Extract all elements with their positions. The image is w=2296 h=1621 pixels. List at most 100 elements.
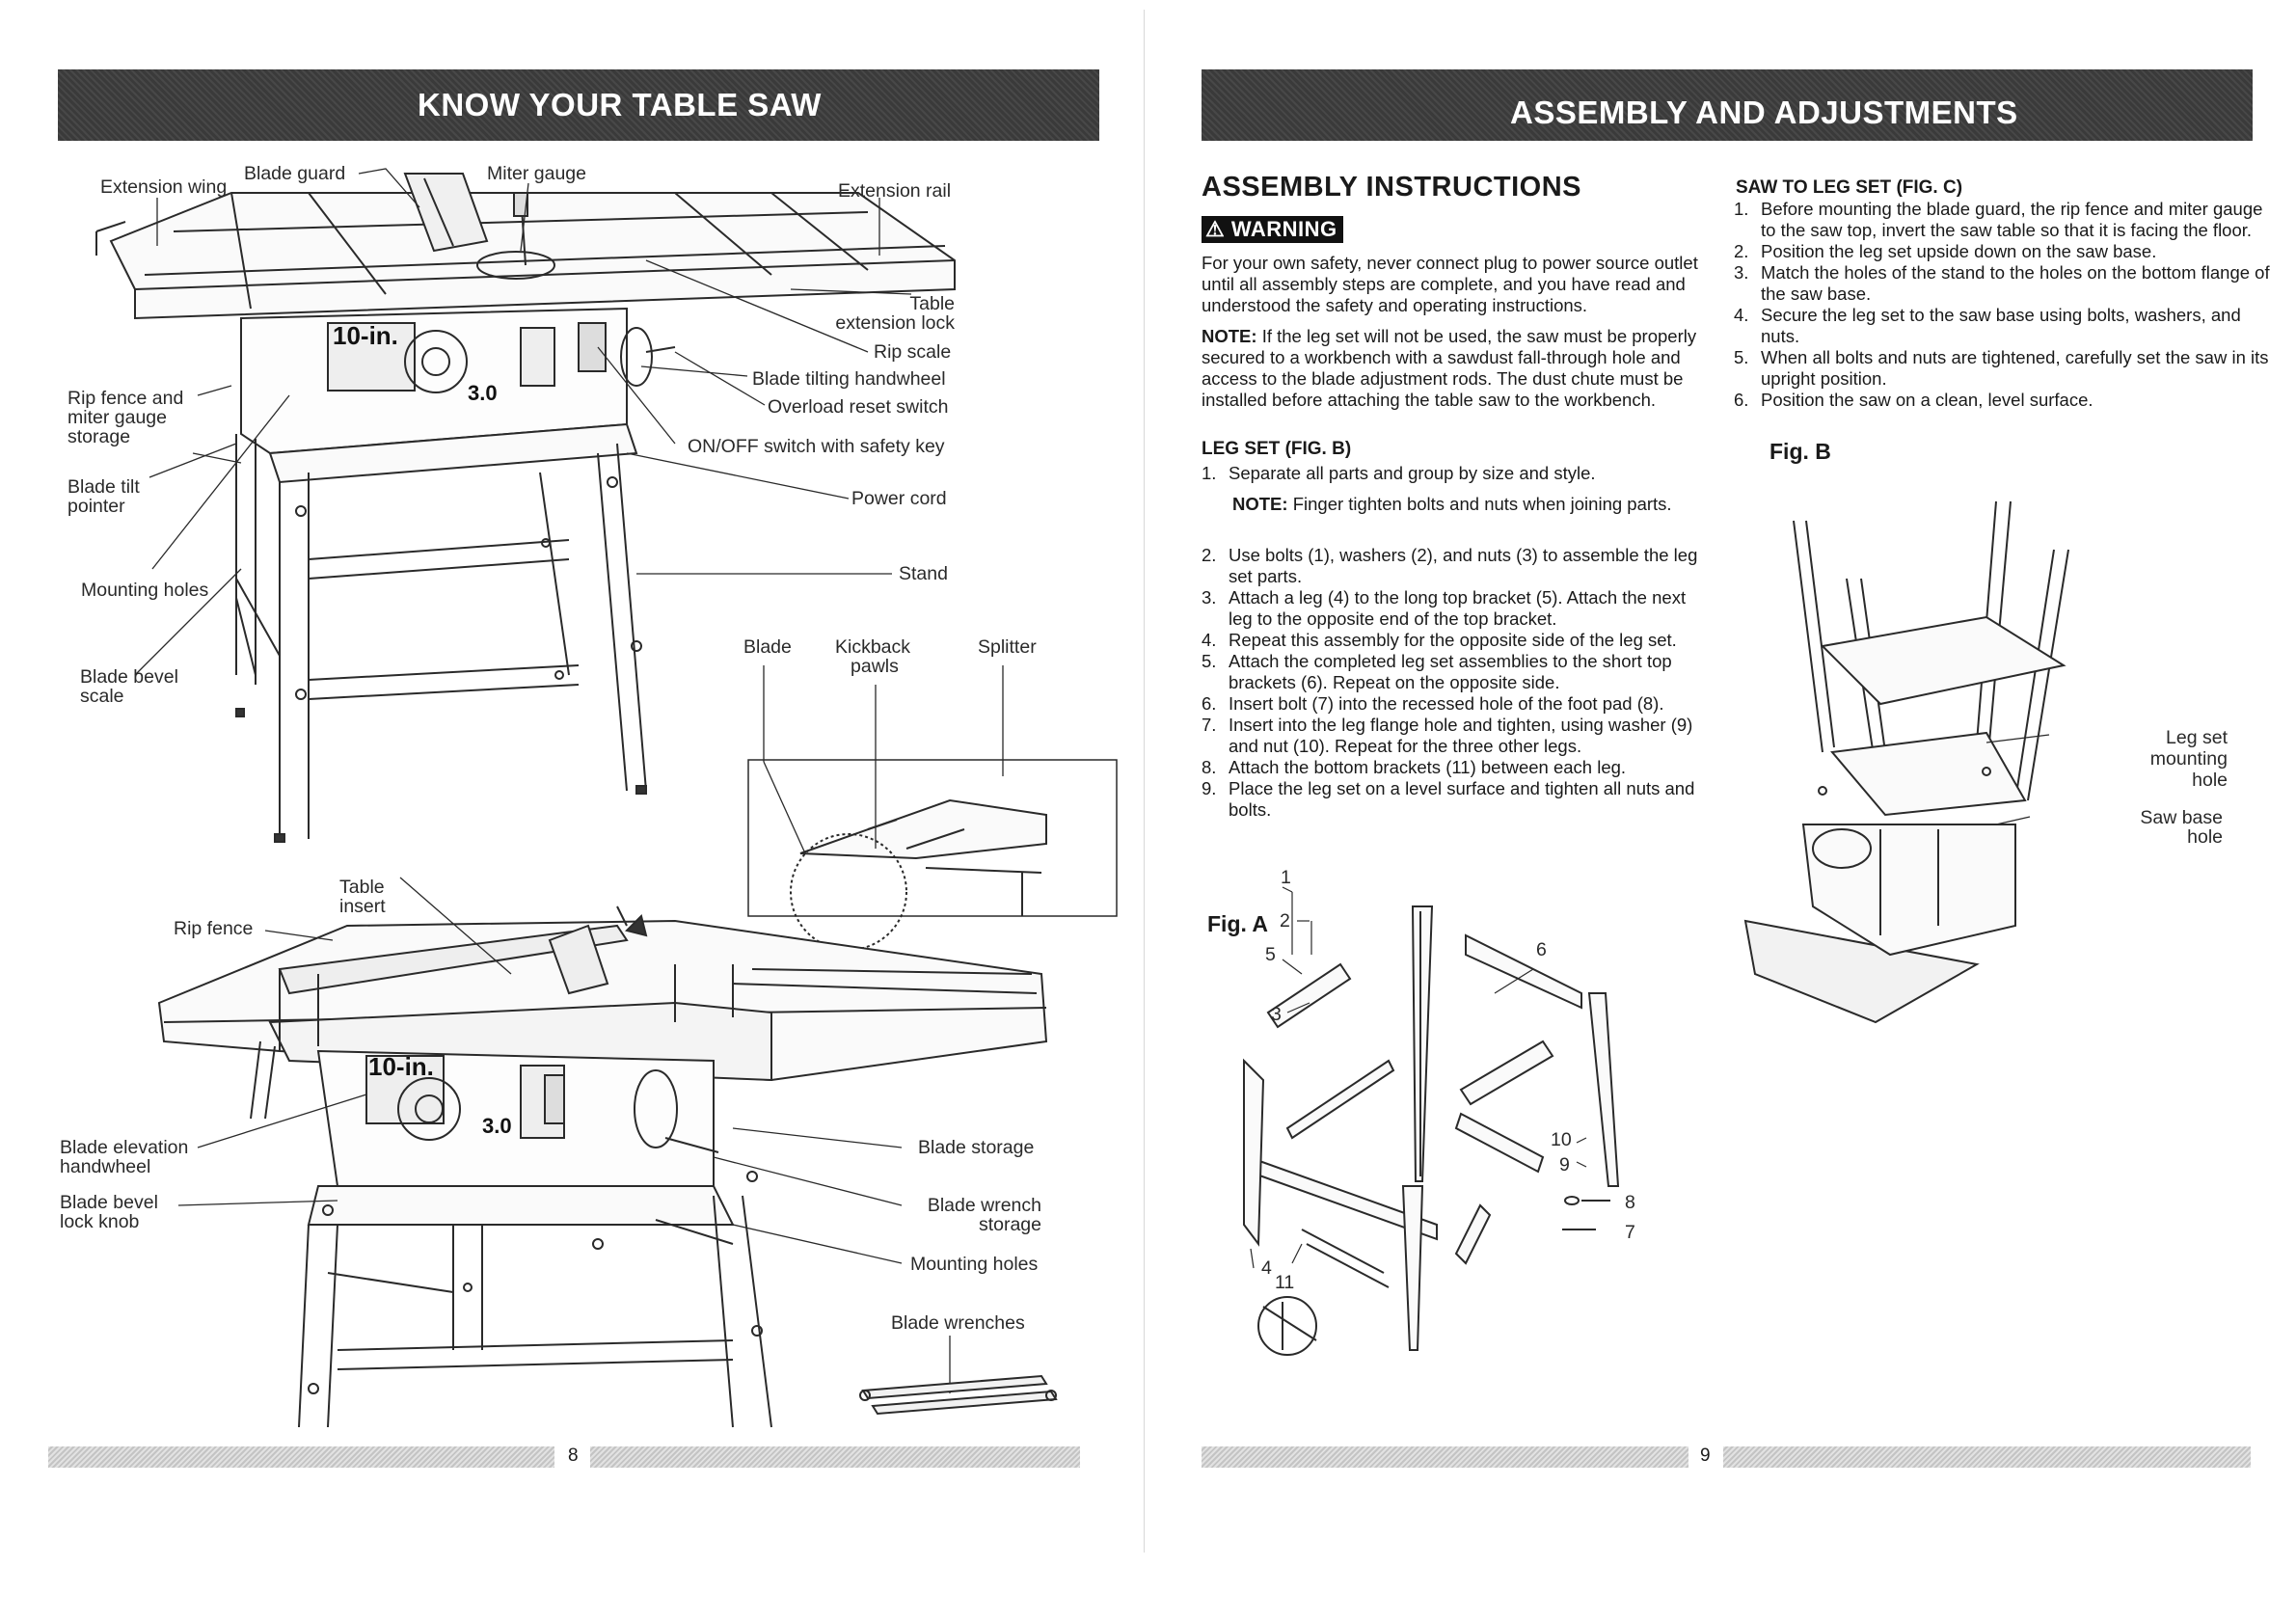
fig-a-callout-6: 6	[1536, 939, 1547, 960]
blade-detail-inset	[747, 759, 1118, 951]
label-blade-wrench-storage-line1: Blade wrench	[927, 1195, 1041, 1216]
upper-leaders	[134, 168, 912, 676]
leg-note-label: NOTE:	[1232, 494, 1288, 514]
right-footer-bar-a	[1202, 1446, 1688, 1468]
left-page-number: 8	[568, 1445, 579, 1466]
list-item: 8.Attach the bottom brackets (11) betwee…	[1202, 757, 1627, 777]
list-item: 4.Repeat this assembly for the opposite …	[1202, 630, 1677, 650]
table-saw-illustration: 10-in. 3.0	[95, 168, 1118, 1428]
list-item: 5.When all bolts and nuts are tightened,…	[1734, 347, 2269, 389]
fig-b-leaders	[1985, 734, 2050, 825]
left-banner-title: KNOW YOUR TABLE SAW	[418, 87, 822, 122]
warning-paragraph: For your own safety, never connect plug …	[1202, 253, 1698, 315]
label-blade-tilting-handwheel: Blade tilting handwheel	[752, 368, 946, 390]
label-blade-wrench-storage-line2: storage	[978, 1214, 1041, 1235]
right-page: ASSEMBLY AND ADJUSTMENTS ASSEMBLY INSTRU…	[1148, 0, 2296, 1621]
lower-motor-badge: 3.0	[482, 1114, 512, 1138]
label-rip-fence-storage-line3: storage	[68, 426, 131, 447]
label-blade-bevel-scale-line1: Blade bevel	[80, 666, 178, 688]
label-on-off-switch: ON/OFF switch with safety key	[688, 436, 945, 457]
label-splitter: Splitter	[978, 636, 1037, 658]
label-power-cord: Power cord	[851, 488, 947, 509]
label-miter-gauge: Miter gauge	[487, 163, 586, 184]
list-item: 3.Match the holes of the stand to the ho…	[1734, 262, 2270, 304]
upper-motor-badge: 3.0	[468, 381, 498, 405]
fig-b-saw-base-line2: hole	[2187, 826, 2223, 848]
label-mounting-holes-bottom: Mounting holes	[910, 1254, 1039, 1275]
label-blade-bevel-scale-line2: scale	[80, 686, 124, 707]
label-blade-wrenches: Blade wrenches	[891, 1312, 1025, 1334]
right-footer-bar-b	[1723, 1446, 2251, 1468]
fig-a-callout-9: 9	[1559, 1154, 1570, 1175]
fig-a-label: Fig. A	[1207, 911, 1269, 936]
fig-b-saw-base-line1: Saw base	[2140, 807, 2223, 828]
fig-a-callout-2: 2	[1280, 910, 1290, 932]
label-table-insert-line2: insert	[339, 896, 386, 917]
list-item: 2.Position the leg set upside down on th…	[1734, 241, 2157, 261]
blade-detail-leaders	[763, 665, 1004, 854]
left-footer-bar-b	[590, 1446, 1080, 1468]
lower-saw-drawing: 10-in. 3.0	[157, 905, 1048, 1428]
lower-saw-badge: 10-in.	[368, 1052, 434, 1081]
label-rip-fence-storage-line2: miter gauge	[68, 407, 167, 428]
list-item: 6.Position the saw on a clean, level sur…	[1734, 390, 2093, 410]
leg-set-heading: LEG SET (FIG. B)	[1202, 439, 1352, 459]
list-item: 6.Insert bolt (7) into the recessed hole…	[1202, 693, 1664, 714]
fig-b-label: Fig. B	[1769, 439, 1831, 464]
note-text: If the leg set will not be used, the saw…	[1202, 326, 1697, 410]
list-item: 7.Insert into the leg flange hole and ti…	[1202, 715, 1693, 756]
note-label: NOTE:	[1202, 326, 1257, 346]
leg-set-step-1: 1.Separate all parts and group by size a…	[1198, 463, 1704, 484]
label-extension-wing: Extension wing	[100, 176, 228, 198]
right-page-number: 9	[1700, 1445, 1711, 1466]
blade-wrenches-drawing	[859, 1374, 1058, 1416]
fig-a-callout-3: 3	[1271, 1004, 1282, 1025]
lower-leaders	[177, 877, 951, 1393]
label-rip-fence-storage-line1: Rip fence and	[68, 388, 184, 409]
fig-a-callout-7: 7	[1625, 1222, 1635, 1243]
label-table-extension-lock-line2: extension lock	[835, 312, 955, 334]
label-blade-elevation-line1: Blade elevation	[60, 1137, 189, 1158]
list-item: 1.Separate all parts and group by size a…	[1202, 463, 1596, 483]
fig-a-callout-1: 1	[1281, 867, 1291, 888]
label-kickback-pawls-line1: Kickback	[835, 636, 911, 658]
label-extension-rail: Extension rail	[838, 180, 952, 202]
label-blade-tilt-pointer-line2: pointer	[68, 496, 125, 517]
list-item: 3.Attach a leg (4) to the long top brack…	[1202, 587, 1687, 629]
label-blade-tilt-pointer-line1: Blade tilt	[68, 476, 140, 498]
upper-saw-drawing: 10-in. 3.0	[95, 173, 956, 843]
label-overload-reset-switch: Overload reset switch	[768, 396, 949, 418]
right-banner-title: ASSEMBLY AND ADJUSTMENTS	[1510, 95, 2018, 130]
fig-b-leg-set-line3: hole	[2192, 770, 2228, 791]
assembly-instructions-heading: ASSEMBLY INSTRUCTIONS	[1202, 172, 1581, 203]
label-rip-fence: Rip fence	[174, 918, 254, 939]
list-item: 5.Attach the completed leg set assemblie…	[1202, 651, 1672, 692]
assembly-figures	[1243, 500, 2069, 1356]
leg-set-note: NOTE: Finger tighten bolts and nuts when…	[1232, 494, 1700, 515]
fig-a-callout-4: 4	[1261, 1257, 1272, 1279]
label-blade-guard: Blade guard	[244, 163, 346, 184]
fig-b-leg-set-line1: Leg set	[2166, 727, 2228, 748]
saw-to-leg-steps: 1.Before mounting the blade guard, the r…	[1730, 199, 2270, 411]
left-page: KNOW YOUR TABLE SAW 10-in.	[48, 69, 1118, 1468]
list-item: 9.Place the leg set on a level surface a…	[1202, 778, 1695, 820]
fig-a-leaders	[1250, 886, 1587, 1269]
fig-a-drawing	[1243, 905, 1620, 1356]
label-blade-elevation-line2: handwheel	[60, 1156, 151, 1177]
label-mounting-holes-top: Mounting holes	[81, 580, 209, 601]
left-footer-bar-a	[48, 1446, 554, 1468]
label-kickback-pawls-line2: pawls	[851, 656, 899, 677]
label-blade-storage: Blade storage	[918, 1137, 1035, 1158]
workbench-note: NOTE: If the leg set will not be used, t…	[1202, 326, 1708, 411]
fig-a-callout-11: 11	[1275, 1272, 1295, 1293]
label-blade-bevel-lock-line1: Blade bevel	[60, 1192, 158, 1213]
label-blade: Blade	[743, 636, 792, 658]
fig-b-drawing	[1743, 500, 2069, 1024]
list-item: 2.Use bolts (1), washers (2), and nuts (…	[1202, 545, 1698, 586]
upper-saw-badge: 10-in.	[333, 321, 398, 350]
saw-to-leg-heading: SAW TO LEG SET (FIG. C)	[1736, 177, 1963, 198]
list-item: 1.Before mounting the blade guard, the r…	[1734, 199, 2263, 240]
fig-a-callout-5: 5	[1265, 944, 1276, 965]
label-stand: Stand	[899, 563, 948, 584]
fig-a-callout-8: 8	[1625, 1192, 1635, 1213]
